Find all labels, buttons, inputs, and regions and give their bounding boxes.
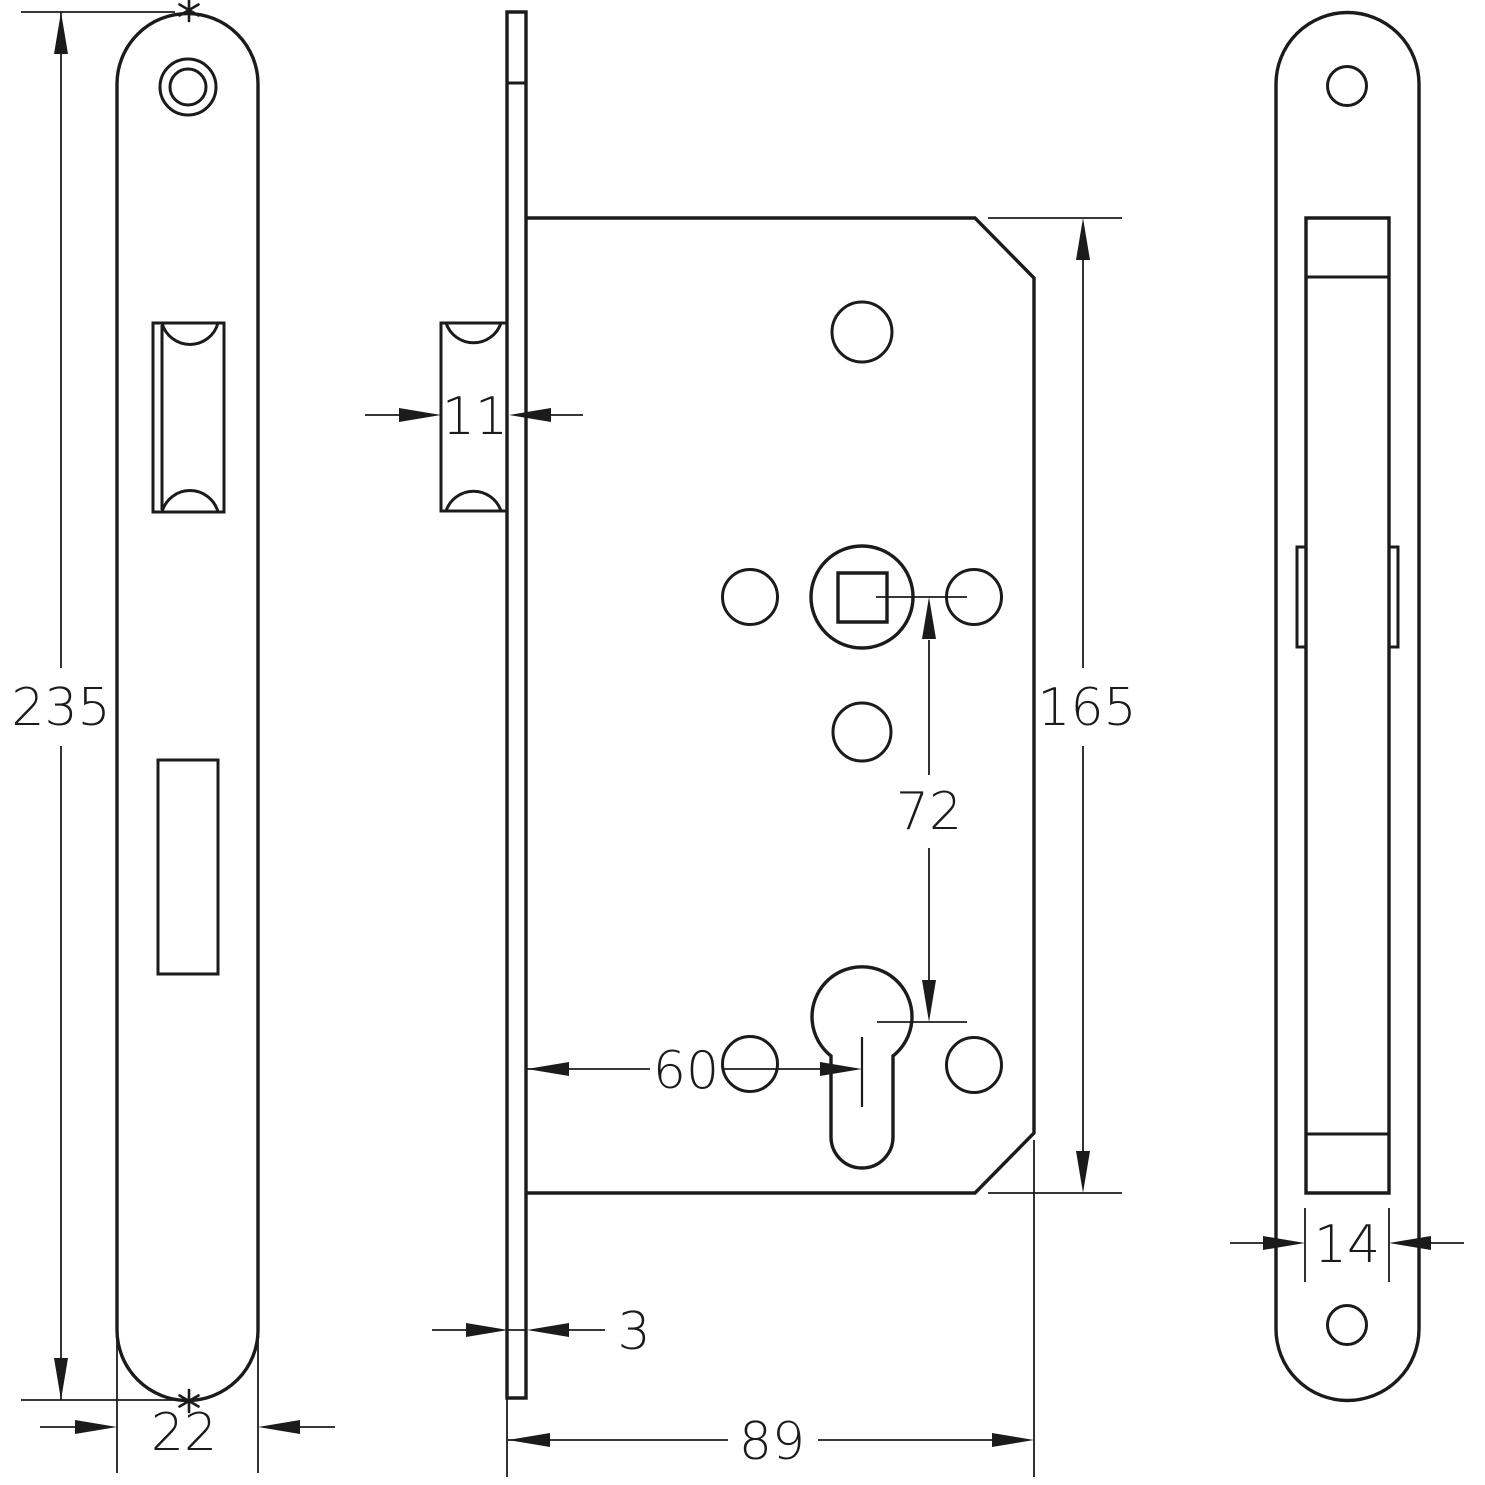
dim-faceplate-thickness-label: 3 (617, 1302, 650, 1362)
arrow-right-icon (466, 1323, 508, 1337)
dim-faceplate-height-label: 235 (11, 678, 110, 738)
arrow-left-icon (1389, 1236, 1431, 1250)
dim-case-width: 14 (1230, 1208, 1464, 1282)
spindle-square-hole (836, 571, 889, 624)
dim-faceplate-height: 235 (11, 11, 175, 1401)
arrow-left-icon (527, 1323, 569, 1337)
dim-case-depth: 89 (506, 1140, 1035, 1477)
cylinder-screw-hole-left (721, 1035, 779, 1093)
arrow-right-icon (820, 1062, 862, 1076)
arrow-right-icon (1263, 1236, 1305, 1250)
faceplate-outline (115, 11, 260, 1403)
latch-bolt-side (439, 321, 509, 513)
dim-latch-projection: 11 (365, 387, 583, 447)
faceplate-side (505, 10, 528, 1400)
latch-cutout (151, 321, 226, 514)
dim-case-height-label: 165 (1037, 678, 1136, 738)
dim-latch-projection-label: 11 (442, 387, 508, 447)
lock-back-view (1274, 10, 1421, 1403)
handle-screw-hole-left (721, 568, 779, 626)
dim-faceplate-width-label: 22 (151, 1403, 217, 1463)
dim-backset-label: 60 (653, 1041, 719, 1101)
dim-case-height: 165 (988, 217, 1137, 1194)
cylinder-screw-hole-right (945, 1036, 1003, 1094)
screw-hole-bottom (1326, 1304, 1368, 1346)
screw-hole-top-inner (168, 67, 208, 107)
dim-case-depth-label: 89 (739, 1412, 805, 1472)
dim-faceplate-width: 22 (40, 1335, 335, 1473)
lock-case-outline (526, 216, 1036, 1195)
arrow-down-icon (1076, 1151, 1090, 1193)
screw-hole-top (1326, 65, 1368, 107)
fixing-hole-middle (831, 701, 893, 763)
asterisk-mark-bottom (178, 1388, 200, 1414)
faceplate-front-view (115, 0, 260, 1414)
dim-case-width-label: 14 (1314, 1215, 1380, 1275)
backplate-outline (1274, 10, 1421, 1403)
dim-spindle-to-cylinder-label: 72 (896, 782, 962, 842)
arrow-down-icon (922, 980, 936, 1022)
arrow-left-icon (508, 1433, 550, 1447)
lock-side-view (439, 10, 1036, 1400)
screw-hole-top-outer (158, 57, 218, 117)
case-back-outline (1304, 216, 1391, 1195)
arrow-down-icon (54, 1358, 68, 1400)
arrow-up-icon (922, 597, 936, 639)
arrow-left-icon (527, 1062, 569, 1076)
arrow-left-icon (509, 408, 551, 422)
arrow-right-icon (399, 408, 441, 422)
dim-backset: 60 (527, 1041, 862, 1101)
dim-spindle-to-cylinder: 72 (876, 596, 967, 1023)
arrow-left-icon (258, 1420, 300, 1434)
arrow-up-icon (54, 12, 68, 54)
asterisk-mark-top (178, 0, 200, 23)
deadbolt-cutout (156, 758, 220, 976)
arrow-up-icon (1076, 218, 1090, 260)
fixing-hole-top (830, 300, 894, 364)
arrow-right-icon (992, 1433, 1034, 1447)
fixing-tab-left (1295, 545, 1308, 649)
fixing-tab-right (1387, 545, 1400, 649)
euro-cylinder-hole (810, 965, 914, 1170)
arrow-right-icon (75, 1420, 117, 1434)
dim-faceplate-thickness: 3 (432, 1302, 651, 1362)
